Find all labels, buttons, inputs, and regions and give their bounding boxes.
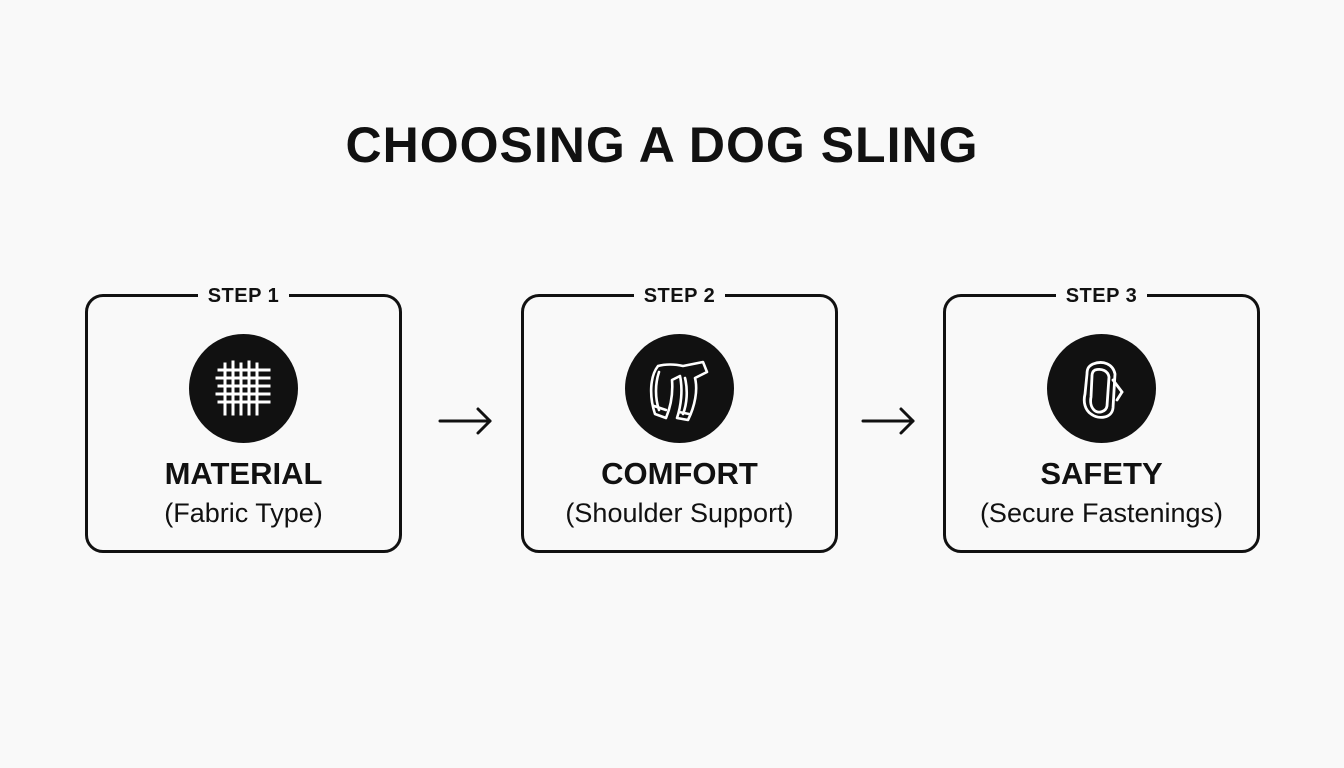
step-subtitle: (Secure Fastenings) [979,498,1224,528]
step-label: STEP 2 [633,283,726,309]
carabiner-icon [1047,334,1156,443]
arrow-right-icon [861,404,917,438]
step-heading: MATERIAL [164,456,323,491]
step-card-safety: STEP 3 SAFETY (Secure Fastenings) [943,283,1260,553]
step-subtitle: (Fabric Type) [164,498,323,528]
step-label: STEP 3 [1055,283,1148,309]
step-label: STEP 1 [197,283,290,309]
step-heading: COMFORT [601,456,758,491]
step-heading: SAFETY [1040,456,1163,491]
step-subtitle: (Shoulder Support) [565,498,794,528]
arrow-right-icon [438,404,494,438]
step-card-comfort: STEP 2 COMFORT (Shoulder Support) [521,283,838,553]
shoulder-strap-icon [625,334,734,443]
step-card-material: STEP 1 MATERIAL (Fabric Type) [85,283,402,553]
diagram-title: CHOOSING A DOG SLING [345,117,979,173]
fabric-grid-icon [189,334,298,443]
